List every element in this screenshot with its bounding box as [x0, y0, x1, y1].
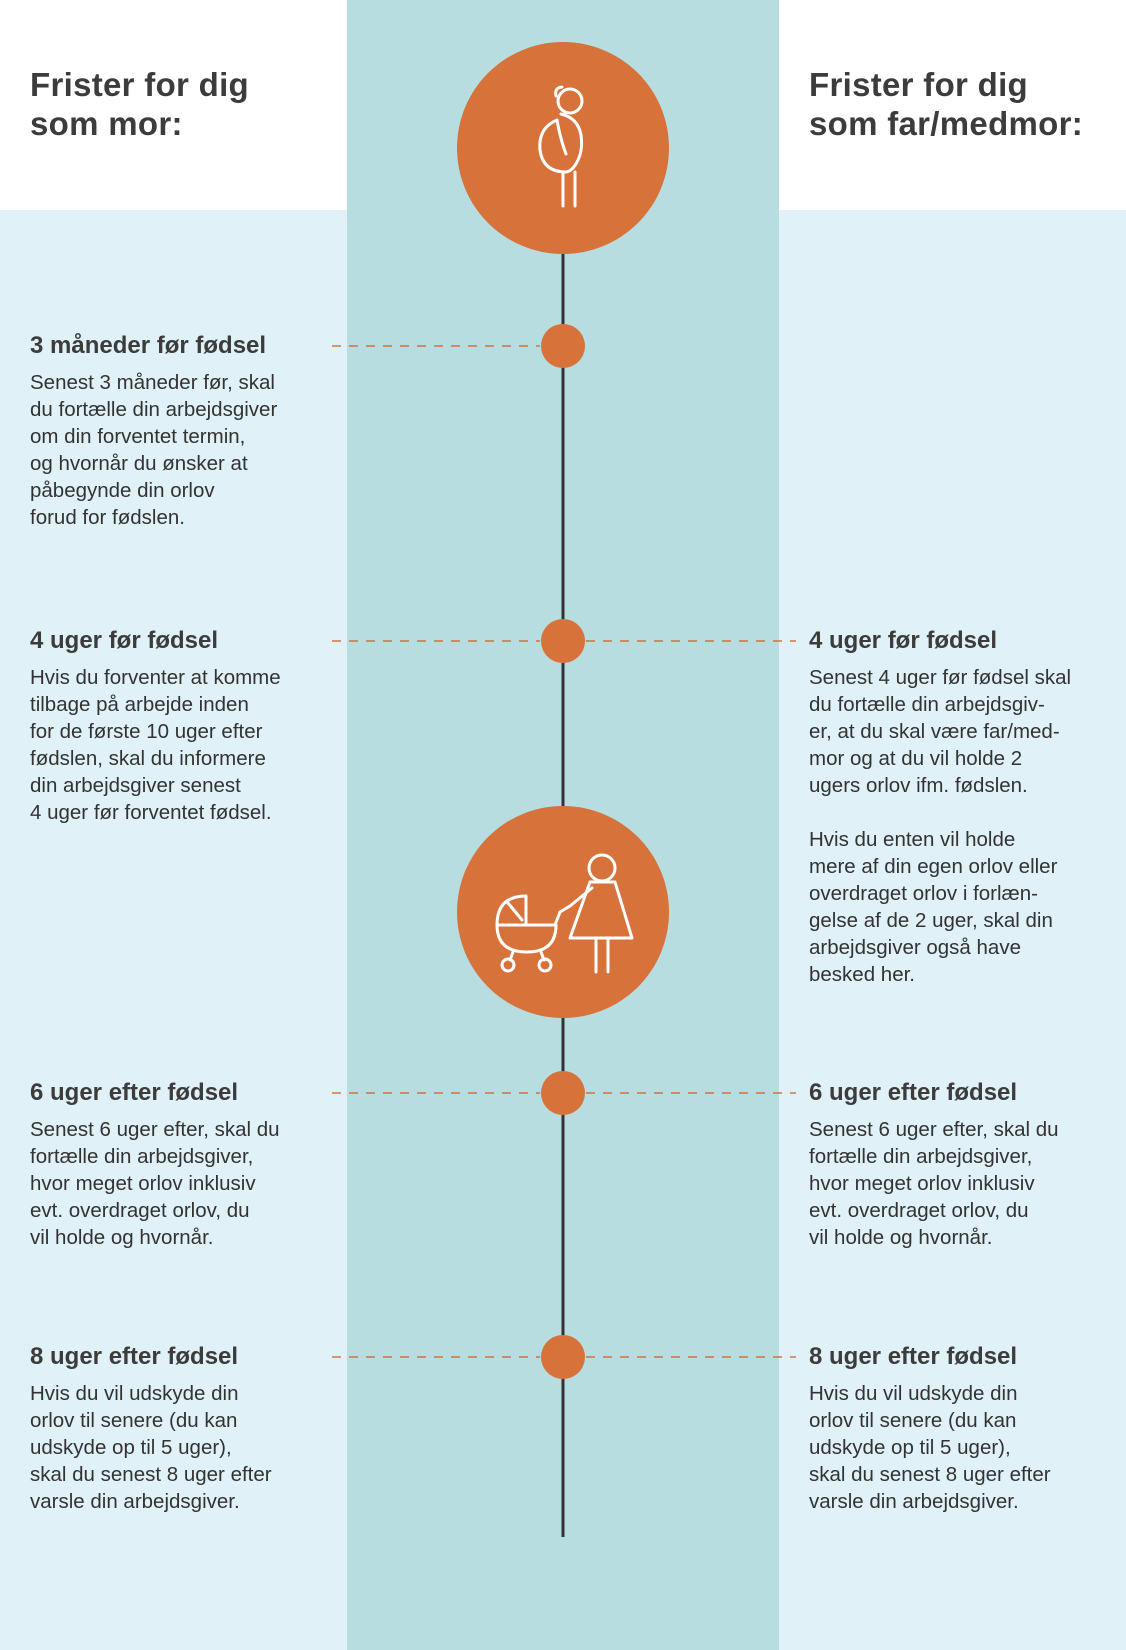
entry-text: Senest 6 uger efter, skal du fortælle di… [809, 1118, 1059, 1249]
entry-heading: 4 uger før fødsel [809, 627, 998, 654]
father-entry-6-weeks-after: 6 uger efter fødsel Senest 6 uger efter,… [809, 1078, 1109, 1251]
woman-with-stroller-icon [457, 806, 669, 1018]
entry-text: Senest 4 uger før fødsel skal du fortæll… [809, 666, 1072, 986]
entry-text: Hvis du vil udskyde din orlov til senere… [30, 1382, 272, 1513]
entry-text: Senest 6 uger efter, skal du fortælle di… [30, 1118, 280, 1249]
mother-entry-4-weeks-before: 4 uger før fødsel Hvis du forventer at k… [30, 626, 330, 826]
entry-heading: 4 uger før fødsel [30, 627, 219, 654]
right-panel-background [779, 210, 1126, 1650]
entry-heading: 3 måneder før fødsel [30, 332, 267, 359]
mother-entry-6-weeks-after: 6 uger efter fødsel Senest 6 uger efter,… [30, 1078, 330, 1251]
entry-heading: 8 uger efter fødsel [30, 1343, 239, 1370]
mother-entry-8-weeks-after: 8 uger efter fødsel Hvis du vil udskyde … [30, 1342, 330, 1515]
entry-heading: 6 uger efter fødsel [809, 1079, 1018, 1106]
entry-heading: 6 uger efter fødsel [30, 1079, 239, 1106]
pregnant-woman-icon [457, 42, 669, 254]
entry-text: Hvis du vil udskyde din orlov til senere… [809, 1382, 1051, 1513]
milestone-dot-2 [541, 619, 585, 663]
mother-entry-3-months-before: 3 måneder før fødsel Senest 3 måneder fø… [30, 331, 330, 531]
title-father-comother: Frister for dig som far/medmor: [809, 66, 1084, 142]
milestone-dot-1 [541, 324, 585, 368]
father-entry-4-weeks-before: 4 uger før fødsel Senest 4 uger før føds… [809, 626, 1109, 988]
left-panel-background [0, 210, 347, 1650]
milestone-dot-4 [541, 1335, 585, 1379]
milestone-dot-3 [541, 1071, 585, 1115]
entry-heading: 8 uger efter fødsel [809, 1343, 1018, 1370]
entry-text: Hvis du forventer at komme tilbage på ar… [30, 666, 281, 824]
father-entry-8-weeks-after: 8 uger efter fødsel Hvis du vil udskyde … [809, 1342, 1109, 1515]
title-mother: Frister for dig som mor: [30, 66, 250, 142]
entry-text: Senest 3 måneder før, skal du fortælle d… [30, 371, 278, 529]
